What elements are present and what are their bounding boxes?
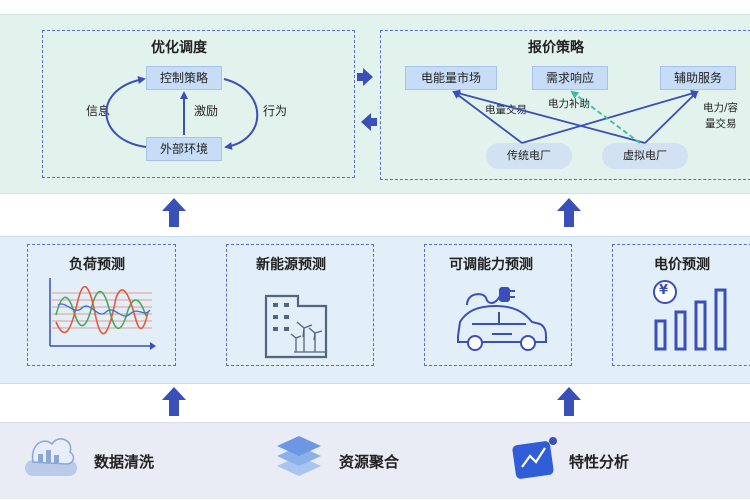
virtual-plant-pill: 虚拟电厂 [602,143,688,169]
action-label: 行为 [263,104,288,118]
yen-coin-icon [653,280,677,304]
capacity-trade-label-2: 量交易 [705,118,737,130]
characteristic-analysis-label: 特性分析 [569,453,630,471]
bidding-title: 报价策略 [528,40,584,56]
demand-response-node: 需求响应 [532,66,608,90]
control-strategy-node: 控制策略 [146,66,222,90]
data-layer-band [0,422,750,499]
data-cleaning-icon [25,438,77,476]
adjustable-forecast-panel [424,244,572,366]
analysis-chart-icon [512,437,557,479]
ancillary-service-node: 辅助服务 [660,66,736,90]
load-forecast-title: 负荷预测 [69,257,125,273]
energy-trade-label: 电量交易 [485,104,527,116]
yen-symbol: ¥ [659,283,669,298]
control-environment-arrows [105,76,259,150]
energy-market-node: 电能量市场 [405,66,497,90]
panel-link-arrows [357,68,377,131]
building-turbine-icon [264,294,328,359]
load-forecast-panel [27,244,176,366]
resource-aggregation-label: 资源聚合 [339,453,400,471]
optimize-title: 优化调度 [151,40,207,56]
upward-arrows [162,198,581,416]
bidding-arrows [452,89,699,144]
price-forecast-panel [612,244,750,366]
new-energy-forecast-title: 新能源预测 [256,257,326,273]
capacity-trade-label-1: 电力/容 [703,102,739,114]
traditional-plant-pill: 传统电厂 [486,143,572,169]
optimize-panel [42,30,355,178]
adjustable-forecast-title: 可调能力预测 [449,257,533,273]
price-forecast-title: 电价预测 [654,257,710,273]
new-energy-forecast-panel [226,244,374,366]
load-chart-icon [49,278,156,350]
ev-plug-car-icon [457,287,547,351]
data-cleaning-label: 数据清洗 [94,453,155,471]
info-label: 信息 [86,104,111,118]
resource-stack-icon [277,436,321,476]
power-subsidy-label: 电力补助 [548,98,590,110]
external-environment-node: 外部环境 [146,137,222,161]
price-bars-icon [654,288,727,351]
bidding-panel [380,30,750,180]
incentive-label: 激励 [194,104,219,118]
forecast-layer-band [0,236,750,384]
demand-response-arrow [570,90,641,144]
